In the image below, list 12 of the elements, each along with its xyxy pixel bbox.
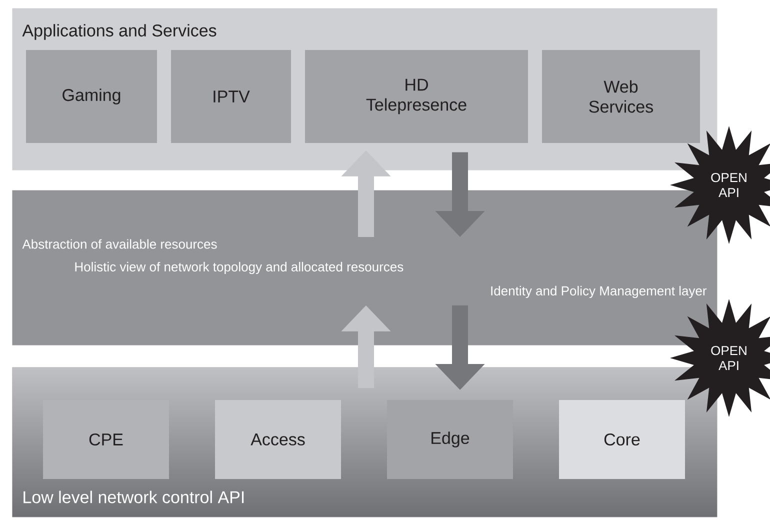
service-box: Core: [559, 400, 685, 479]
service-box: Edge: [387, 400, 513, 479]
node-label: CPE: [89, 433, 123, 446]
starburst-badge: OPEN API: [670, 299, 770, 417]
service-box: HD Telepresence: [305, 50, 528, 143]
service-box: Access: [215, 400, 341, 479]
service-box: Web Services: [542, 50, 700, 143]
service-box: Gaming: [26, 50, 157, 143]
service-box: CPE: [43, 400, 169, 479]
layer-panel: Abstraction of available resources Holistic view of network topology and allocated resources Identity and Policy Management layer: [12, 190, 718, 346]
starburst-badge: OPEN API: [670, 126, 770, 244]
service-box: IPTV: [171, 50, 291, 143]
